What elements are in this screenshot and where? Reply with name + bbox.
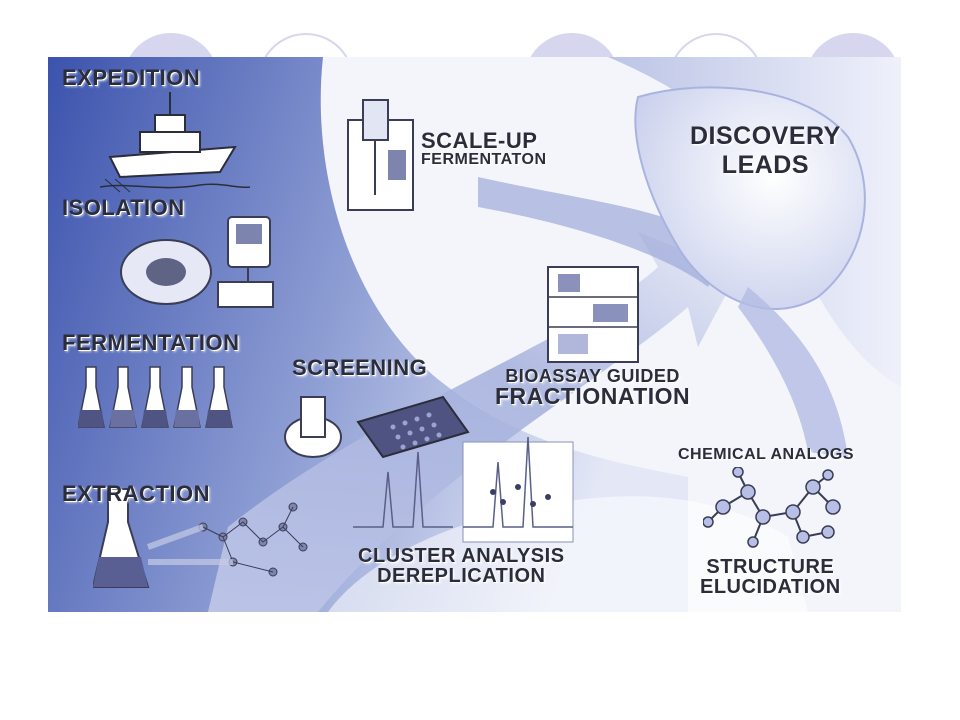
fermenter-icon xyxy=(347,99,414,211)
flasks-icon xyxy=(78,366,233,428)
scale-up-line-1: SCALE-UP xyxy=(421,128,538,153)
cluster-analysis-line-2: DEREPLICATION xyxy=(377,565,546,587)
structure-line-2: ELUCIDATION xyxy=(700,576,841,598)
lab-rack-icon xyxy=(547,266,639,363)
bioassay-line-1: BIOASSAY GUIDED xyxy=(505,366,680,386)
stage-label-cluster-analysis: CLUSTER ANALYSIS DEREPLICATION xyxy=(358,546,565,586)
plate-reader-icon xyxy=(284,395,470,459)
stage-label-structure-elucidation: STRUCTURE ELUCIDATION xyxy=(700,557,841,597)
stage-label-chemical-analogs: CHEMICAL ANALOGS xyxy=(678,446,854,463)
discovery-process-diagram: EXPEDITION ISOLATION FERMENTATION EXTRAC… xyxy=(48,57,901,612)
stage-label-screening: SCREENING xyxy=(292,355,428,380)
discovery-line-1: DISCOVERY xyxy=(690,122,841,150)
bioassay-line-2: FRACTIONATION xyxy=(495,383,691,409)
scale-up-line-2: FERMENTATON xyxy=(421,151,547,168)
petri-dish-icon xyxy=(120,216,274,308)
flask-molecule-icon xyxy=(93,488,308,588)
molecule-icon xyxy=(703,467,841,548)
structure-line-1: STRUCTURE xyxy=(706,556,835,578)
stage-label-fermentation: FERMENTATION xyxy=(62,330,240,355)
discovery-line-2: LEADS xyxy=(721,150,810,179)
stage-label-bioassay: BIOASSAY GUIDED FRACTIONATION xyxy=(495,367,690,408)
stage-label-extraction: EXTRACTION xyxy=(62,481,210,506)
stage-label-discovery-leads: DISCOVERY LEADS xyxy=(690,122,841,180)
chromatogram-icon xyxy=(353,436,574,543)
stage-label-scale-up: SCALE-UP FERMENTATON xyxy=(421,130,547,168)
stage-label-isolation: ISOLATION xyxy=(62,195,185,220)
boat-icon xyxy=(100,92,250,193)
stage-label-expedition: EXPEDITION xyxy=(62,65,201,90)
cluster-analysis-line-1: CLUSTER ANALYSIS xyxy=(358,545,565,567)
